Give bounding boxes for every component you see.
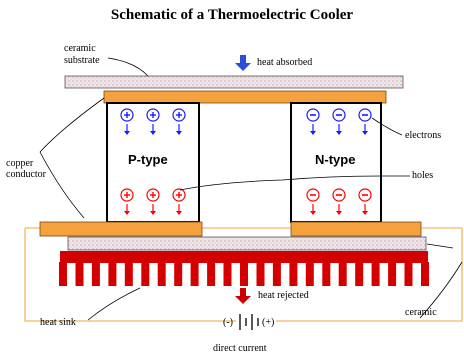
heat-sink-fin: [190, 262, 199, 286]
p-type-leg: [106, 102, 200, 223]
hole-carrier: [120, 108, 134, 135]
p-type-holes-top: [120, 108, 186, 135]
heat-sink-fin: [421, 262, 429, 286]
hole-carrier: [146, 188, 160, 215]
heat-sink-fin: [355, 262, 364, 286]
heat-sink-fin: [322, 262, 331, 286]
n-type-leg: [290, 102, 382, 223]
heat-sink-fin: [157, 262, 166, 286]
n-type-electrons-top: [306, 108, 372, 135]
heat-sink-fin: [289, 262, 298, 286]
heat-sink-fin: [91, 262, 100, 286]
bottom-copper-conductor-right: [290, 221, 422, 237]
dc-source-symbol: [239, 314, 259, 330]
label-n-type: N-type: [315, 152, 356, 167]
heat-sink-fin: [141, 262, 150, 286]
n-type-electrons-bottom: [306, 188, 372, 215]
heat-sink-fin: [240, 262, 248, 286]
label-minus-terminal: (-): [223, 317, 233, 328]
heat-sink-fin: [256, 262, 265, 286]
hole-carrier: [172, 188, 186, 215]
label-electrons: electrons: [405, 130, 442, 141]
label-ceramic-substrate-top: ceramic substrate: [64, 43, 100, 66]
electron-carrier: [358, 188, 372, 215]
heat-sink-fin: [305, 262, 314, 286]
heat-sink-fin: [108, 262, 117, 286]
label-heat-rejected: heat rejected: [258, 290, 309, 301]
label-holes: holes: [412, 170, 434, 181]
top-copper-conductor: [103, 90, 387, 104]
leader-lines: [39, 57, 463, 321]
p-type-holes-bottom: [120, 188, 186, 215]
heat-sink-fin: [371, 262, 380, 286]
label-copper-conductor: copper conductor: [6, 158, 46, 180]
heat-rejected-arrow: [235, 288, 251, 304]
hole-carrier: [146, 108, 160, 135]
label-direct-current: direct current: [213, 343, 267, 354]
heat-sink-fin: [124, 262, 133, 286]
label-heat-sink: heat sink: [40, 317, 76, 328]
hole-carrier: [172, 108, 186, 135]
heat-sink-fin: [174, 262, 183, 286]
heat-sink-fin: [59, 262, 67, 286]
heat-sink-fin: [223, 262, 232, 286]
heat-sink-fin: [338, 262, 347, 286]
electron-carrier: [306, 108, 320, 135]
label-ceramic-bottom: ceramic: [405, 307, 437, 318]
heat-sink-fin: [207, 262, 216, 286]
electron-carrier: [358, 108, 372, 135]
heat-sink-fin: [272, 262, 281, 286]
electron-carrier: [332, 108, 346, 135]
heat-absorbed-arrow: [235, 55, 251, 71]
label-plus-terminal: (+): [262, 317, 275, 328]
heat-sink-fin: [75, 262, 84, 286]
heat-sink-fin: [404, 262, 413, 286]
heat-sink: [59, 251, 429, 286]
circuit-wire-right: [276, 228, 463, 322]
heat-sink-base: [60, 251, 428, 263]
hole-carrier: [120, 188, 134, 215]
electron-carrier: [306, 188, 320, 215]
label-heat-absorbed: heat absorbed: [257, 57, 313, 68]
bottom-ceramic-substrate: [67, 236, 427, 251]
diagram-title: Schematic of a Thermoelectric Cooler: [110, 7, 354, 23]
circuit-wire: [24, 228, 236, 322]
electron-carrier: [332, 188, 346, 215]
label-p-type: P-type: [128, 152, 168, 167]
heat-sink-fin: [388, 262, 397, 286]
top-ceramic-substrate: [64, 75, 404, 89]
bottom-copper-conductor-left: [39, 221, 203, 237]
